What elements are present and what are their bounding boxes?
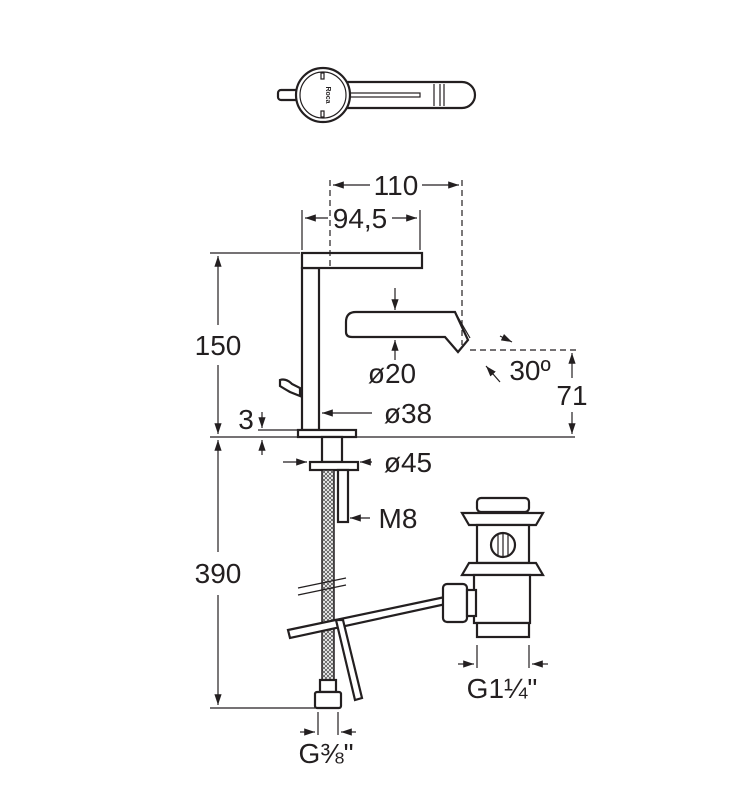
spout — [344, 310, 470, 354]
waste-nut — [441, 582, 469, 624]
hose-nut — [313, 690, 343, 710]
dim-71: 71 — [556, 380, 587, 411]
fixing-plate — [308, 460, 360, 472]
pop-up-lever — [278, 378, 302, 398]
pop-up-waste — [441, 496, 545, 639]
dim-94-5: 94,5 — [333, 203, 388, 234]
top-view: Roca — [276, 66, 477, 124]
dimension-lines — [210, 180, 578, 736]
body — [300, 266, 321, 432]
dim-150: 150 — [195, 330, 242, 361]
roca-logo: Roca — [324, 86, 331, 103]
handle — [300, 251, 424, 270]
flexible-hose — [321, 469, 335, 691]
faucet-side-view — [278, 251, 471, 710]
spout-top — [338, 80, 477, 110]
dim-3: 3 — [238, 404, 254, 435]
dim-110: 110 — [374, 170, 419, 201]
dim-hose-thread: G⅜" — [298, 738, 353, 769]
dim-390: 390 — [195, 558, 242, 589]
dim-m8: M8 — [379, 503, 418, 534]
dim-spout-angle: 30º — [509, 355, 550, 386]
pull-rod — [286, 595, 448, 640]
shank — [320, 435, 344, 464]
dim-waste-thread: G1¼" — [467, 673, 538, 704]
handle-top — [294, 66, 352, 124]
dim-base-diameter: ø45 — [384, 447, 432, 478]
dim-body-diameter: ø38 — [384, 398, 432, 429]
threaded-rod — [336, 468, 350, 524]
pull-rod-link — [334, 618, 364, 702]
dim-spout-diameter: ø20 — [368, 358, 416, 389]
